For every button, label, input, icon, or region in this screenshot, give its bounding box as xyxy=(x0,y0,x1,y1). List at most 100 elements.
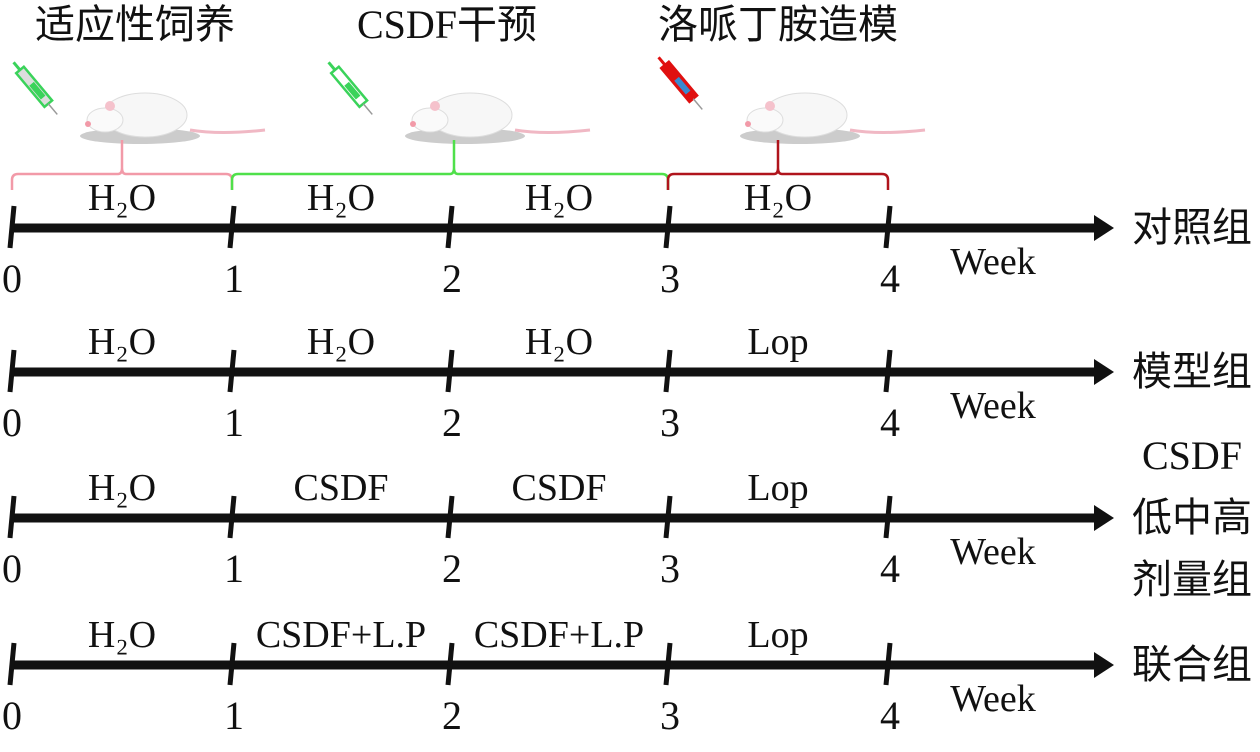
mouse-icon xyxy=(740,92,926,144)
week-tick xyxy=(663,205,673,249)
mouse-head xyxy=(411,107,449,133)
week-tick xyxy=(445,349,455,393)
treatment-label: H₂O xyxy=(88,614,156,656)
mouse-icon xyxy=(80,92,266,144)
week-tick xyxy=(663,495,673,539)
mouse-tail xyxy=(514,128,591,134)
syringe-plunger xyxy=(327,61,337,71)
week-tick-label: 1 xyxy=(224,693,244,738)
group-label: 联合组 xyxy=(1132,642,1252,687)
mouse-nose xyxy=(745,121,751,127)
treatment-label: H₂O xyxy=(88,467,156,509)
mouse-head xyxy=(746,107,784,133)
mouse-ear xyxy=(765,101,775,111)
axis-unit-label: Week xyxy=(950,678,1036,720)
week-tick-label: 1 xyxy=(224,546,244,591)
axis-unit-label: Week xyxy=(950,385,1036,427)
treatment-label: H₂O xyxy=(525,177,593,219)
treatment-label: CSDF+L.P xyxy=(474,614,644,656)
treatment-label: CSDF+L.P xyxy=(256,614,426,656)
week-tick xyxy=(883,642,893,686)
arrow-head-icon xyxy=(1094,505,1114,531)
week-tick xyxy=(7,205,17,249)
week-tick xyxy=(663,642,673,686)
syringe-liquid xyxy=(29,81,46,100)
mouse-ear xyxy=(105,101,115,111)
treatment-label: H₂O xyxy=(525,321,593,363)
week-tick-label: 4 xyxy=(880,256,900,301)
group-label: 低中高 xyxy=(1132,495,1252,540)
syringe-needle xyxy=(362,103,373,115)
group-label: 模型组 xyxy=(1132,349,1252,394)
week-tick-label: 1 xyxy=(224,400,244,445)
axis-unit-label: Week xyxy=(950,241,1036,283)
week-tick-label: 0 xyxy=(2,256,22,301)
syringe-needle xyxy=(692,98,703,110)
mouse-ear xyxy=(430,101,440,111)
phase-title-loperamide-model: 洛哌丁胺造模 xyxy=(658,2,898,47)
mouse-nose xyxy=(85,121,91,127)
week-tick-label: 2 xyxy=(442,693,462,738)
week-tick xyxy=(445,495,455,539)
syringe-icon xyxy=(657,56,703,110)
phase-title-csdf-intervention: CSDF干预 xyxy=(357,2,537,47)
group-label: 剂量组 xyxy=(1132,557,1252,602)
treatment-label: H₂O xyxy=(307,177,375,219)
week-tick-label: 0 xyxy=(2,400,22,445)
mouse-nose xyxy=(410,121,416,127)
treatment-label: CSDF xyxy=(293,467,388,509)
week-tick-label: 3 xyxy=(660,256,680,301)
arrow-head-icon xyxy=(1094,359,1114,385)
week-tick-label: 3 xyxy=(660,546,680,591)
group-label: CSDF xyxy=(1142,433,1242,478)
week-tick-label: 3 xyxy=(660,400,680,445)
week-tick xyxy=(883,495,893,539)
syringe-plunger xyxy=(12,61,22,71)
week-tick xyxy=(883,205,893,249)
week-tick-label: 3 xyxy=(660,693,680,738)
arrow-head-icon xyxy=(1094,215,1114,241)
week-tick-label: 4 xyxy=(880,400,900,445)
week-tick xyxy=(883,349,893,393)
treatment-label: H₂O xyxy=(744,177,812,219)
axis-unit-label: Week xyxy=(950,531,1036,573)
syringe-plunger xyxy=(657,56,667,66)
phase-brace xyxy=(10,140,234,190)
syringe-liquid xyxy=(674,76,691,95)
treatment-label: Lop xyxy=(747,321,808,363)
week-tick-label: 4 xyxy=(880,693,900,738)
syringe-icon xyxy=(12,61,58,115)
week-tick-label: 0 xyxy=(2,546,22,591)
phase-illustration xyxy=(657,56,926,190)
mouse-head xyxy=(86,107,124,133)
phase-brace xyxy=(666,140,890,190)
week-tick-label: 1 xyxy=(224,256,244,301)
syringe-icon xyxy=(327,61,373,115)
treatment-label: H₂O xyxy=(88,321,156,363)
mouse-tail xyxy=(849,128,926,134)
week-tick xyxy=(445,642,455,686)
phase-illustration xyxy=(10,61,266,190)
week-tick xyxy=(7,495,17,539)
week-tick xyxy=(227,495,237,539)
week-tick xyxy=(227,205,237,249)
phase-title-acclimation: 适应性饲养 xyxy=(35,2,235,47)
treatment-label: CSDF xyxy=(511,467,606,509)
mouse-icon xyxy=(405,92,591,144)
week-tick-label: 2 xyxy=(442,256,462,301)
week-tick xyxy=(663,349,673,393)
group-label: 对照组 xyxy=(1132,205,1252,250)
syringe-needle xyxy=(47,103,58,115)
week-tick-label: 2 xyxy=(442,400,462,445)
week-tick xyxy=(445,205,455,249)
phase-brace xyxy=(230,140,670,190)
arrow-head-icon xyxy=(1094,652,1114,678)
week-tick-label: 0 xyxy=(2,693,22,738)
week-tick-label: 2 xyxy=(442,546,462,591)
treatment-label: Lop xyxy=(747,614,808,656)
